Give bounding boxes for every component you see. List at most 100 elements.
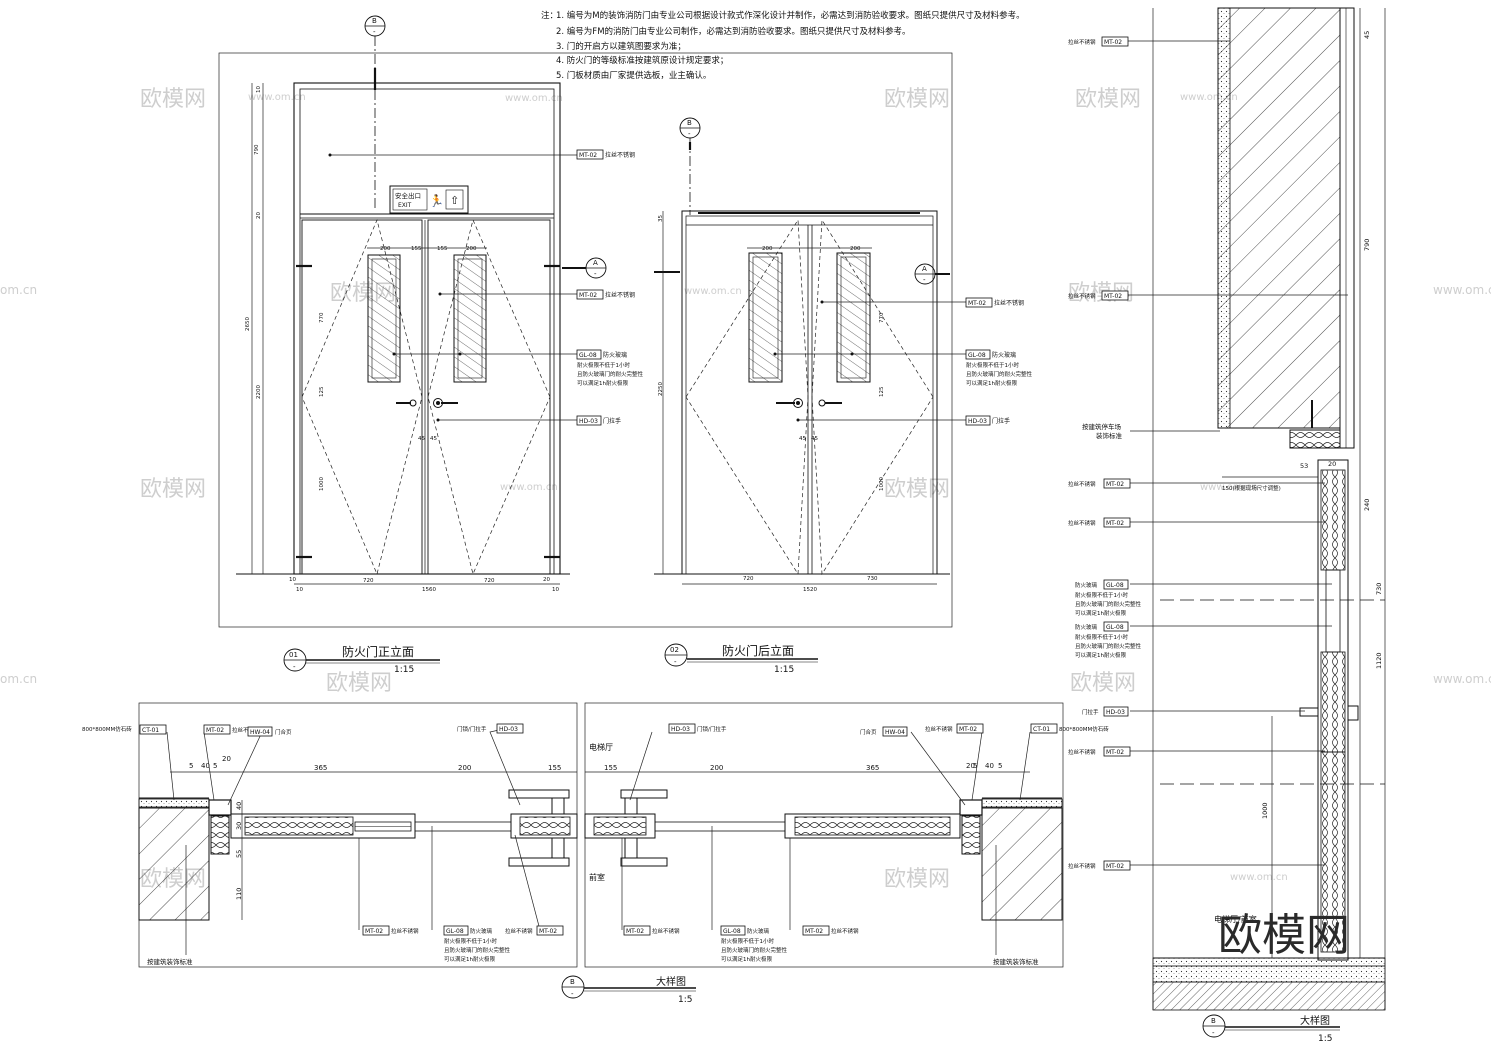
svg-text:MT-02: MT-02 [1104, 293, 1122, 300]
svg-text:门拉手: 门拉手 [1082, 708, 1099, 716]
svg-text:拉丝不锈钢: 拉丝不锈钢 [505, 927, 533, 935]
svg-text:门锁/门拉手: 门锁/门拉手 [457, 725, 487, 733]
svg-text:155: 155 [411, 246, 422, 252]
material-tag: MT-02 拉丝不锈钢 [362, 925, 419, 936]
svg-text:防火玻璃: 防火玻璃 [470, 927, 493, 935]
svg-text:CT-01: CT-01 [142, 727, 159, 734]
svg-text:MT-02: MT-02 [579, 152, 597, 159]
svg-text:HW-04: HW-04 [250, 729, 270, 736]
svg-text:门锁/门拉手: 门锁/门拉手 [697, 725, 727, 733]
section-marker-b: B - [364, 15, 386, 210]
note-line: 1. 编号为M的装饰消防门由专业公司根据设计款式作深化设计并制作，必需达到消防验… [556, 10, 1025, 21]
svg-text:MT-02: MT-02 [1106, 520, 1124, 527]
svg-text:MT-02: MT-02 [1106, 863, 1124, 870]
svg-text:耐火极限不低于1小时: 耐火极限不低于1小时 [577, 361, 630, 369]
svg-text:A: A [922, 265, 927, 273]
svg-text:40: 40 [235, 802, 243, 810]
svg-text:200: 200 [762, 246, 773, 252]
svg-text:730: 730 [1375, 583, 1383, 595]
material-tag: GL-08 防火玻璃 耐火极限不低于1小时 且防火玻璃门的耐火完整性 可以满足1… [443, 925, 511, 963]
svg-text:GL-08: GL-08 [1106, 582, 1124, 589]
note-line: 5. 门板材质由厂家提供选板，业主确认。 [556, 70, 711, 81]
svg-text:240: 240 [1363, 499, 1371, 511]
svg-text:35: 35 [658, 215, 664, 222]
watermark-brand: 欧模网 [884, 867, 950, 892]
material-tag: 拉丝不锈钢 MT-02 [1068, 517, 1131, 528]
svg-text:MT-02: MT-02 [1104, 39, 1122, 46]
svg-text:-: - [373, 28, 376, 36]
svg-text:10: 10 [296, 587, 303, 593]
svg-text:且防火玻璃门的耐火完整性: 且防火玻璃门的耐火完整性 [1075, 600, 1142, 608]
finish-note: 按建筑装饰标准 [993, 957, 1039, 966]
svg-text:可以满足1h耐火极限: 可以满足1h耐火极限 [721, 955, 772, 963]
svg-text:拉丝不锈钢: 拉丝不锈钢 [1068, 519, 1096, 527]
svg-text:-: - [293, 663, 296, 671]
watermark-site: www.om.cn [1433, 672, 1491, 686]
svg-text:1000: 1000 [319, 477, 325, 491]
section-marker-a: A - [914, 263, 950, 285]
svg-text:MT-02: MT-02 [805, 928, 823, 935]
leader-lines [166, 729, 1031, 955]
material-tag: HW-04 门合页 [247, 726, 292, 737]
svg-text:30: 30 [235, 822, 243, 830]
svg-text:155: 155 [604, 764, 617, 772]
watermark-brand: 欧模网 [140, 87, 206, 112]
material-tag: CT-01 800*800MM仿石砖 [1030, 723, 1109, 734]
svg-text:20: 20 [1328, 460, 1336, 468]
svg-text:40: 40 [201, 762, 210, 770]
watermark-brand: 欧模网 [884, 477, 950, 502]
material-tag: 拉丝不锈钢 MT-02 [1068, 478, 1131, 489]
svg-text:B: B [372, 17, 377, 25]
section-marker-a: A - [562, 257, 607, 279]
plan-detail: 5 40 5 20 365 200 155 155 200 365 20 5 4… [82, 702, 1109, 1005]
svg-text:且防火玻璃门的耐火完整性: 且防火玻璃门的耐火完整性 [721, 946, 788, 954]
svg-text:GL-08: GL-08 [723, 928, 741, 935]
exit-sign-en: EXIT [398, 202, 412, 209]
svg-text:B: B [1211, 1017, 1216, 1025]
svg-text:HD-03: HD-03 [968, 418, 987, 425]
svg-text:20: 20 [256, 212, 262, 219]
svg-text:5: 5 [973, 762, 977, 770]
svg-text:耐火极限不低于1小时: 耐火极限不低于1小时 [1075, 633, 1128, 641]
svg-text:拉丝不锈钢: 拉丝不锈钢 [1068, 38, 1096, 46]
svg-text:45: 45 [418, 436, 425, 442]
svg-text:790: 790 [254, 144, 260, 155]
drawing-title-text: 大样图 [1300, 1014, 1330, 1027]
svg-text:耐火极限不低于1小时: 耐火极限不低于1小时 [721, 937, 774, 945]
svg-text:耐火极限不低于1小时: 耐火极限不低于1小时 [444, 937, 497, 945]
leader-lines [328, 153, 577, 422]
arrow-up-icon: ⇧ [450, 194, 459, 207]
svg-text:-: - [594, 270, 597, 278]
svg-text:45: 45 [799, 436, 806, 442]
svg-text:1520: 1520 [803, 587, 817, 593]
watermark-site: www.om.cn [1180, 92, 1238, 103]
svg-text:110: 110 [235, 888, 243, 900]
svg-text:-: - [674, 658, 677, 666]
svg-text:40: 40 [985, 762, 994, 770]
svg-text:防火玻璃: 防火玻璃 [603, 351, 627, 359]
svg-text:GL-08: GL-08 [579, 352, 597, 359]
material-tag: HD-03 门锁/门拉手 [668, 723, 727, 734]
drawing-scale: 1:5 [1318, 1034, 1332, 1044]
svg-text:拉丝不锈钢: 拉丝不锈钢 [925, 725, 953, 733]
material-tag: MT-02 拉丝不锈钢 [576, 149, 635, 160]
door-handle-icon [508, 789, 668, 867]
svg-text:1000: 1000 [1261, 802, 1269, 819]
svg-text:B: B [570, 978, 575, 986]
svg-text:MT-02: MT-02 [365, 928, 383, 935]
svg-text:800*800MM仿石砖: 800*800MM仿石砖 [82, 725, 132, 733]
svg-text:可以满足1h耐火极限: 可以满足1h耐火极限 [966, 379, 1017, 387]
svg-text:A: A [593, 259, 598, 267]
svg-text:拉丝不锈钢: 拉丝不锈钢 [232, 726, 260, 734]
svg-text:10: 10 [256, 86, 262, 93]
watermark-brand: 欧模网 [140, 477, 206, 502]
leader-lines [773, 300, 966, 422]
drawing-title: 02 - 防火门后立面 1:15 [664, 643, 818, 675]
svg-text:且防火玻璃门的耐火完整性: 且防火玻璃门的耐火完整性 [444, 946, 511, 954]
watermark-brand: 欧模网 [1070, 671, 1136, 696]
material-tag: 拉丝不锈钢 MT-02 [1068, 36, 1129, 47]
general-notes: 注： 1. 编号为M的装饰消防门由专业公司根据设计款式作深化设计并制作，必需达到… [541, 10, 1025, 81]
svg-text:MT-02: MT-02 [579, 292, 597, 299]
svg-text:MT-02: MT-02 [968, 300, 986, 307]
